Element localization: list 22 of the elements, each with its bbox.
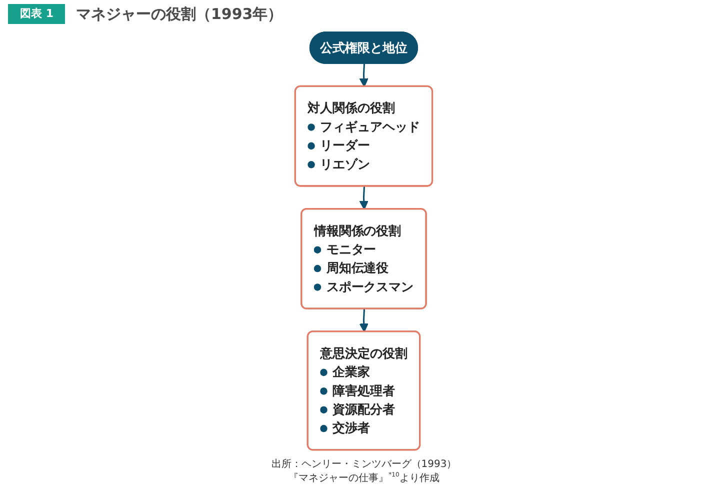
list-item: リーダー [320,138,370,153]
list-item: スポークスマン [326,279,414,294]
list-item: 資源配分者 [332,402,396,417]
list-item: 企業家 [332,364,370,380]
arrow [360,309,369,332]
arrow [360,186,369,210]
figure-number: 図表 1 [8,4,66,24]
list-item: フィギュアヘッド [320,119,420,134]
list-item: 交渉者 [332,420,370,436]
start-oval [310,32,418,64]
list-item: リエゾン [320,156,370,172]
source-caption: 出所：ヘンリー・ミンツバーグ（1993）『マネジャーの仕事』$^{*10}$より作成 [270,458,458,486]
list-item: 障害処理者 [332,383,396,398]
role-box [294,85,434,187]
list-item: モニター [326,242,376,257]
role-heading: 対人関係の役割 [308,100,396,116]
chart-title: マネジャーの役割（1993年） [76,4,283,24]
role-box [300,208,428,310]
node-label: 公式権限と地位 [320,40,408,56]
list-item: 周知伝達役 [326,260,389,276]
role-box [307,330,421,451]
arrow [360,64,369,88]
